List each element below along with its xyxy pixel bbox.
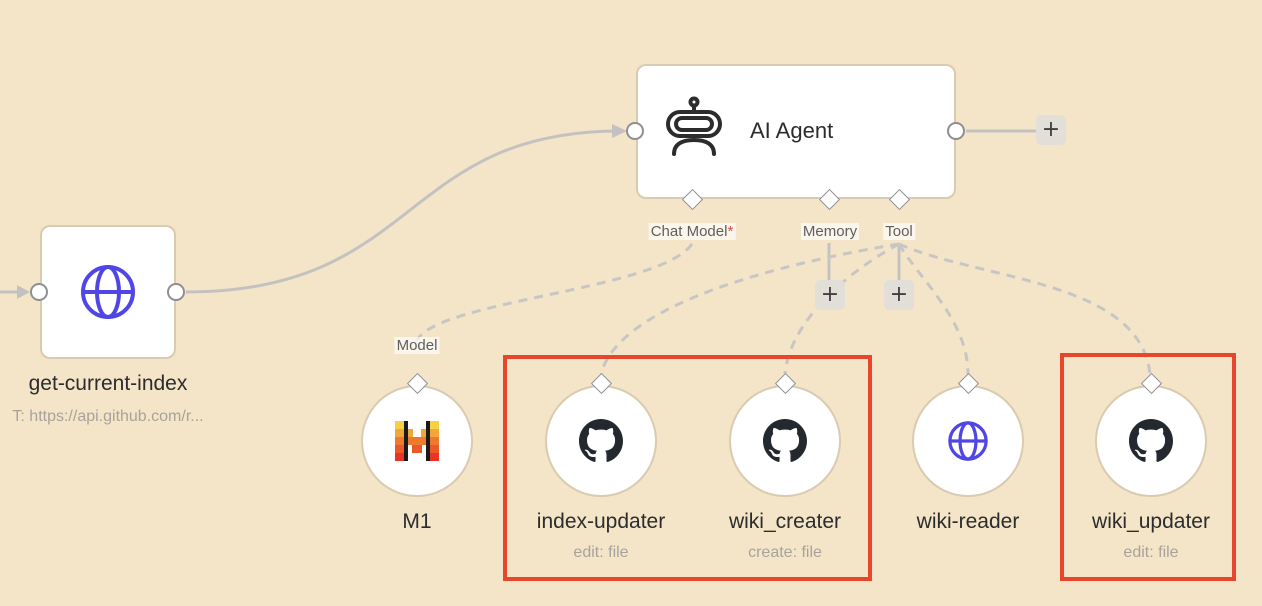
edge-arrow-agent <box>612 124 627 138</box>
agent-add-next-button[interactable]: + <box>1036 115 1066 145</box>
tool-wiki-updater-subtitle: edit: file <box>1123 544 1179 561</box>
model-node-m1[interactable] <box>361 385 473 497</box>
globe-icon <box>948 421 988 461</box>
add-tool-button[interactable]: + <box>884 280 914 310</box>
tool-wiki-updater-title: wiki_updater <box>1092 510 1210 533</box>
edge-tool-wiki-reader <box>897 243 970 375</box>
edge-tool-index-updater <box>599 242 900 375</box>
mistral-logo-icon <box>395 421 439 461</box>
edge-arrow-incoming <box>17 285 30 299</box>
tool-index-updater-title: index-updater <box>536 510 666 533</box>
edge-tool-wiki-updater <box>898 242 1152 375</box>
tool-node-wiki-creater[interactable] <box>729 385 841 497</box>
model-port-label: Model <box>394 337 440 354</box>
http-node-title: get-current-index <box>28 372 188 395</box>
github-icon <box>763 419 807 462</box>
edge-http-to-agent <box>185 129 621 294</box>
highlight-box-creators <box>503 355 872 581</box>
tool-wiki-creater-title: wiki_creater <box>728 510 842 533</box>
add-memory-button[interactable]: + <box>815 280 845 310</box>
globe-icon <box>81 265 135 319</box>
tool-node-wiki-reader[interactable] <box>912 385 1024 497</box>
highlight-box-updater <box>1060 353 1236 581</box>
github-icon <box>1129 419 1173 462</box>
http-node-subtitle: T: https://api.github.com/r... <box>12 408 204 425</box>
edge-tool-wiki-creater <box>783 242 900 375</box>
robot-icon <box>666 96 722 156</box>
tool-node-index-updater[interactable] <box>545 385 657 497</box>
tool-index-updater-subtitle: edit: file <box>573 544 629 561</box>
tool-port-label: Tool <box>883 223 915 240</box>
memory-port-label: Memory <box>800 223 860 240</box>
agent-input-handle[interactable] <box>626 122 644 140</box>
tool-node-wiki-updater[interactable] <box>1095 385 1207 497</box>
required-mark: * <box>727 223 734 240</box>
http-request-node[interactable] <box>40 225 176 359</box>
http-node-output-handle[interactable] <box>167 283 185 301</box>
ai-agent-title: AI Agent <box>750 118 834 143</box>
http-node-input-handle[interactable] <box>30 283 48 301</box>
chat-model-port-label: Chat Model* <box>648 223 736 240</box>
edge-chat-model <box>415 243 694 341</box>
model-node-title: M1 <box>402 510 432 533</box>
chat-model-label-text: Chat Model <box>650 223 728 240</box>
agent-output-handle[interactable] <box>947 122 965 140</box>
github-icon <box>579 419 623 462</box>
tool-wiki-reader-title: wiki-reader <box>916 510 1020 533</box>
tool-wiki-creater-subtitle: create: file <box>748 544 822 561</box>
